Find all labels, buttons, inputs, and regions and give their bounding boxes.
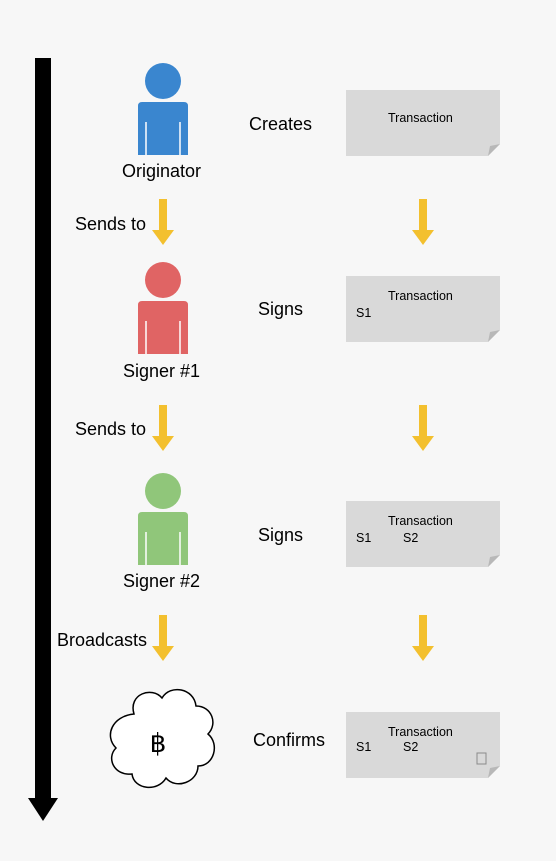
- transaction-document-4: Transaction S1 S2: [346, 712, 500, 778]
- signer1-person-icon: [138, 262, 188, 354]
- signature-s1: S1: [356, 740, 372, 754]
- signature-s2: S2: [403, 740, 419, 754]
- arrow-down-icon: [412, 405, 434, 451]
- arrow-down-icon: [152, 199, 174, 245]
- arrow-down-icon: [412, 615, 434, 661]
- signer2-person-icon: [138, 473, 188, 565]
- arrow-down-icon: [152, 615, 174, 661]
- timeline-arrow: [28, 58, 58, 821]
- signer2-label: Signer #2: [123, 571, 201, 591]
- transition-sends-to-2: Sends to: [75, 419, 147, 439]
- originator-person-icon: [138, 63, 188, 155]
- signature-s1: S1: [356, 306, 372, 320]
- arrow-down-icon: [412, 199, 434, 245]
- network-cloud-icon: ฿: [109, 688, 216, 788]
- confirms-label: Confirms: [253, 730, 326, 750]
- signer1-label: Signer #1: [123, 361, 201, 381]
- arrow-down-icon: [152, 405, 174, 451]
- signs2-label: Signs: [258, 525, 304, 545]
- checkbox-icon: [476, 752, 487, 765]
- signature-s1: S1: [356, 531, 372, 545]
- transition-sends-to-1: Sends to: [75, 214, 147, 234]
- transaction-document-1: Transaction: [346, 90, 500, 156]
- transaction-document-2: Transaction S1: [346, 276, 500, 342]
- transition-broadcasts: Broadcasts: [57, 630, 148, 650]
- creates-label: Creates: [249, 114, 313, 134]
- bitcoin-symbol: ฿: [150, 728, 167, 758]
- document-title: Transaction: [388, 289, 453, 303]
- document-title: Transaction: [388, 725, 453, 739]
- document-title: Transaction: [388, 111, 453, 125]
- signature-s2: S2: [403, 531, 419, 545]
- signs1-label: Signs: [258, 299, 304, 319]
- originator-label: Originator: [122, 161, 202, 181]
- document-title: Transaction: [388, 514, 453, 528]
- transaction-document-3: Transaction S1 S2: [346, 501, 500, 567]
